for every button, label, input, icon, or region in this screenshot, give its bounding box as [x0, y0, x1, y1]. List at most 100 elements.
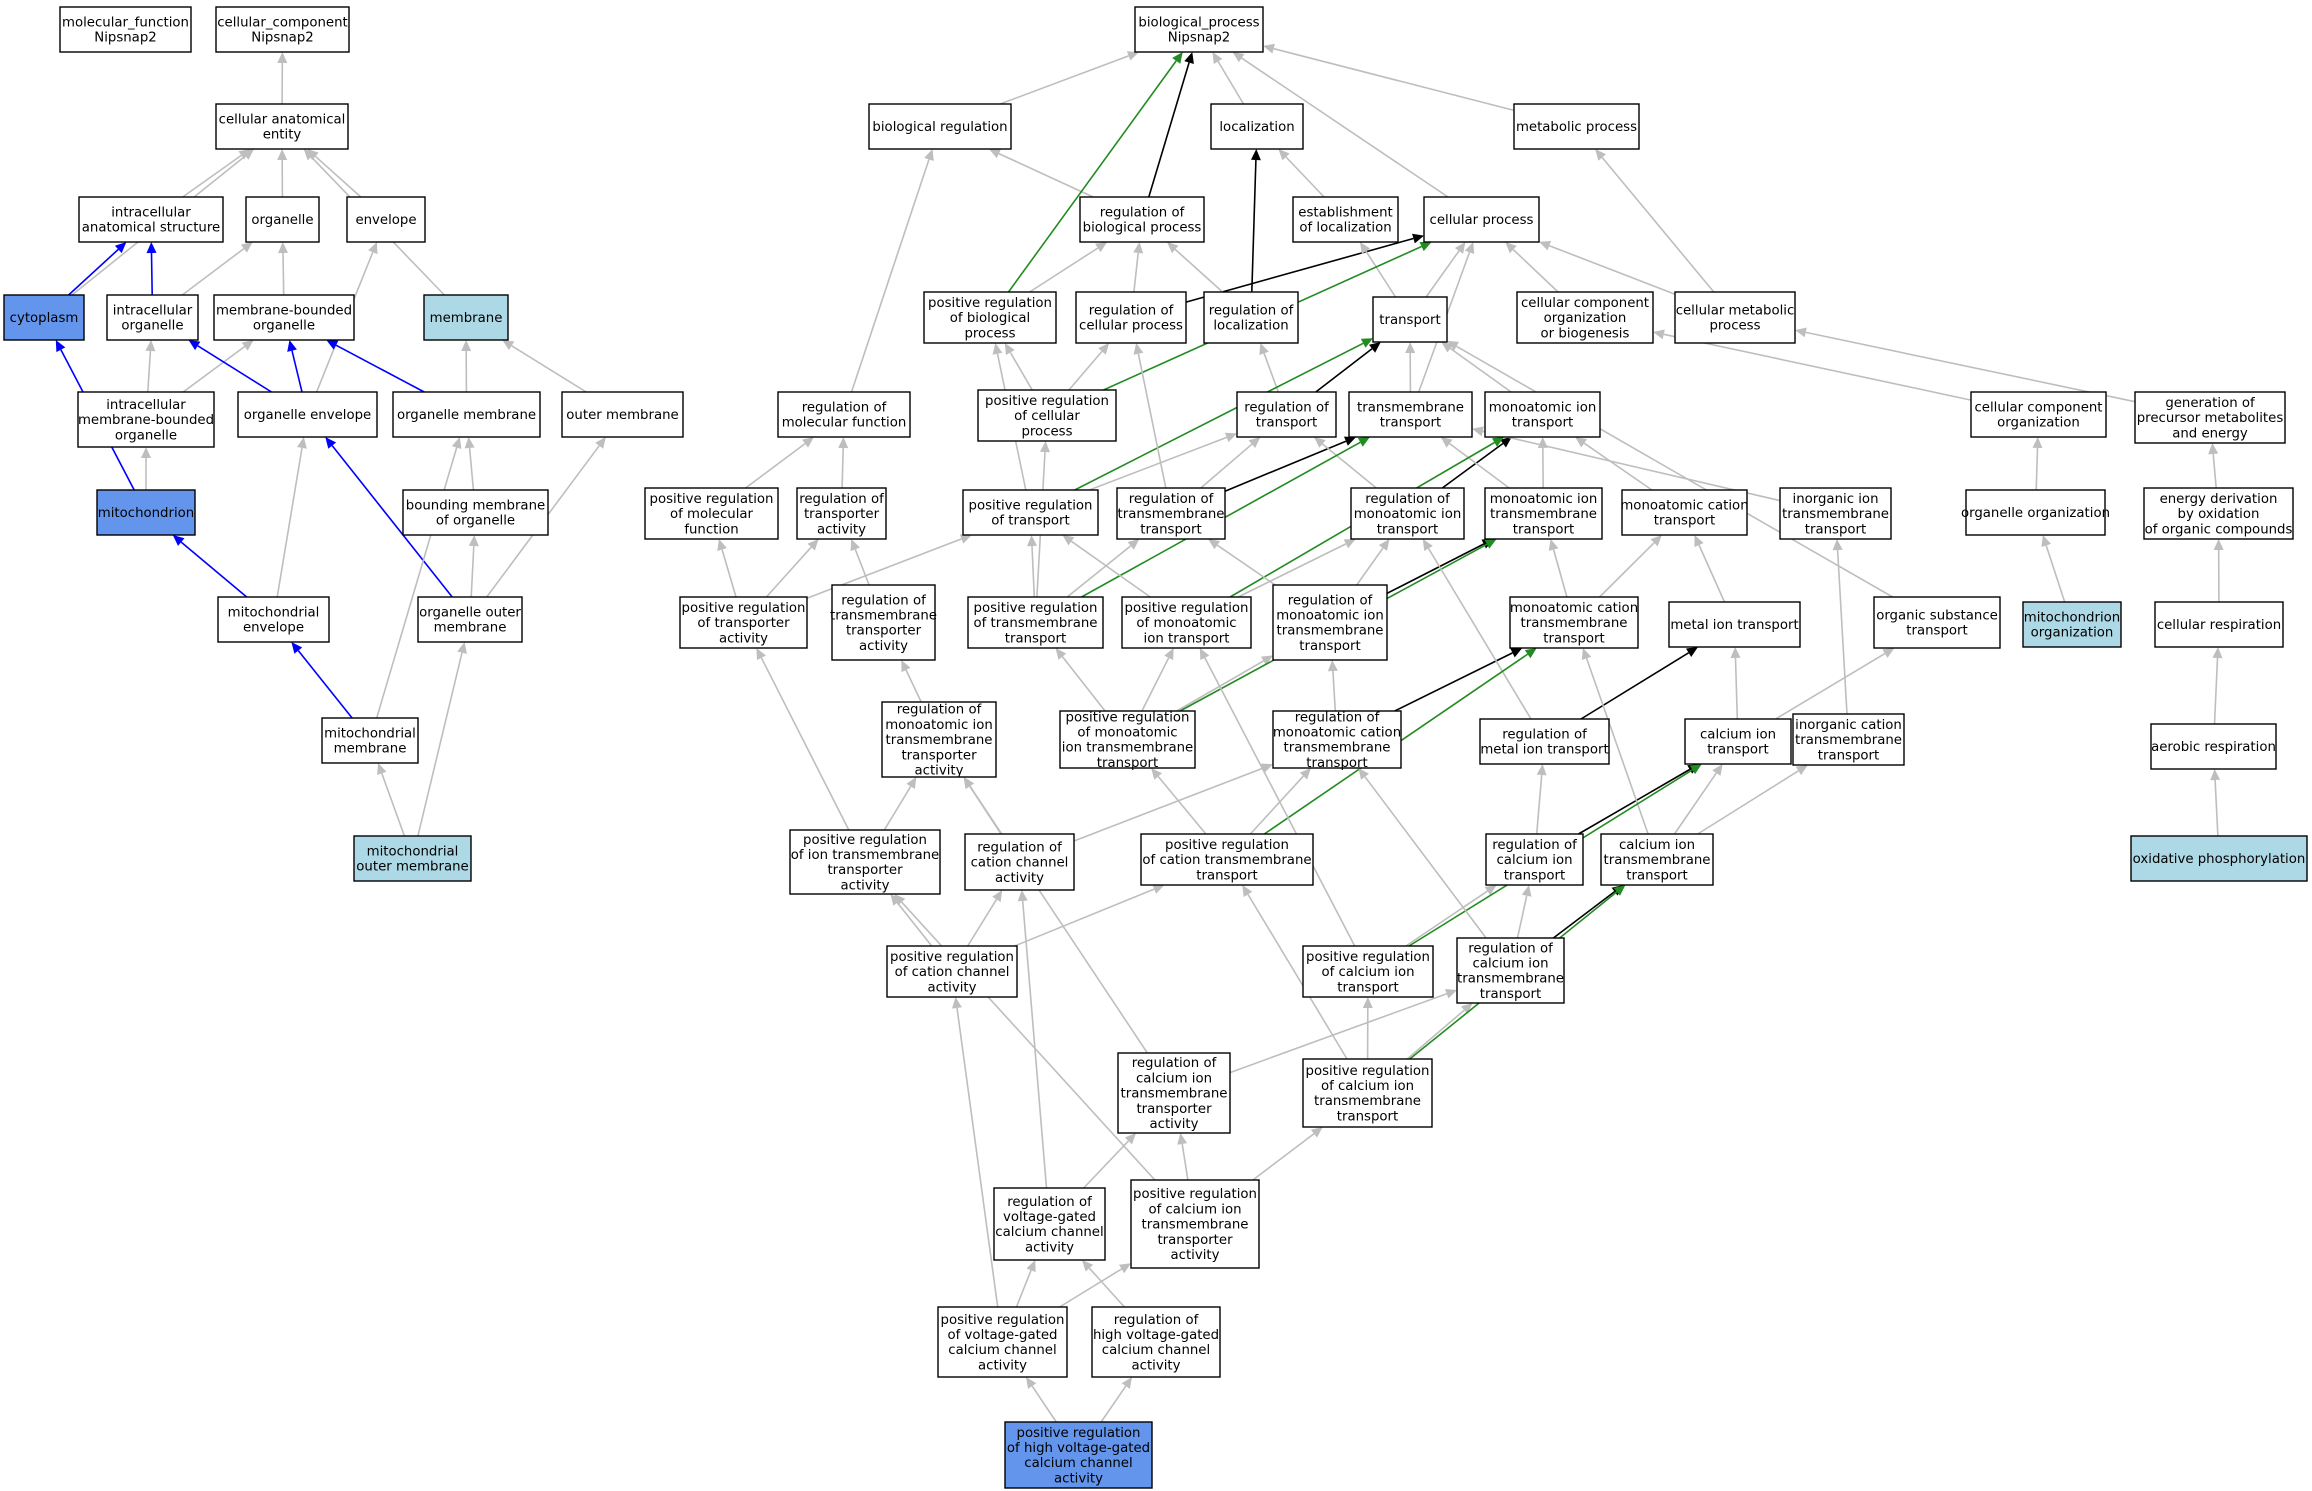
node-label-line: intracellular [106, 398, 186, 413]
edge-arrowhead [1484, 885, 1497, 896]
node-label-line: mitochondrion [2024, 611, 2120, 626]
node-label-line: of monoatomic [1136, 616, 1236, 631]
node-label-line: regulation of [897, 703, 982, 718]
node-label-line: biological process [1083, 221, 1202, 236]
node-label-line: monoatomic ion [1354, 507, 1462, 522]
node-box [644, 487, 779, 540]
edge-arrowhead [1419, 242, 1432, 252]
edge-arrowhead [1505, 242, 1517, 254]
edge-arrowhead [901, 660, 911, 673]
node-label-line: organization [1997, 416, 2080, 431]
node-box [1484, 391, 1601, 438]
node-label-line: transporter [804, 507, 880, 522]
node-label-line: positive regulation [985, 394, 1109, 409]
edge-prctt-to-prmitt [1157, 775, 1207, 835]
node-label-line: activity [995, 871, 1044, 886]
edge-arrowhead [1548, 539, 1559, 551]
node-omem: organelle membrane [392, 391, 541, 438]
node-aresp: aerobic respiration [2150, 723, 2277, 770]
edge-arrowhead [291, 642, 303, 654]
node-label-line: transport [1337, 980, 1398, 995]
node-membrane: membrane [423, 294, 509, 341]
edge-ost-to-transport [1456, 345, 1893, 598]
node-label-line: of cation channel [895, 965, 1010, 980]
edge-prcp-to-rcp [1068, 350, 1103, 391]
node-label-line: transport [1299, 639, 1360, 654]
node-box [937, 1306, 1068, 1378]
node-box [2154, 601, 2284, 648]
node-label-line: transmembrane [1457, 972, 1564, 987]
edge-arrowhead [1004, 343, 1015, 355]
edge-pritta-to-rmitta [883, 785, 912, 831]
edge-arrowhead [1184, 52, 1194, 64]
node-label-line: cellular component [1974, 401, 2102, 416]
node-label-line: organelle [121, 319, 183, 334]
edge-arrowhead [1199, 648, 1210, 661]
node-label-line: transport [1256, 416, 1317, 431]
edge-arrowhead [1581, 648, 1592, 660]
node-box [1423, 196, 1540, 243]
node-box [1970, 391, 2107, 438]
node-box [1130, 1179, 1260, 1269]
edge-rcatta-to-rcaitt [1229, 992, 1447, 1074]
edge-rmf-to-breg [850, 159, 930, 393]
node-label-line: regulation of [1089, 304, 1174, 319]
edge-arrowhead [461, 340, 472, 351]
edge-mct-to-mit [1583, 442, 1653, 491]
edge-envelope-to-cae [314, 155, 362, 198]
edge-arrowhead [1026, 1260, 1036, 1273]
node-label-line: transmembrane [1782, 507, 1889, 522]
edge-arrowhead [756, 648, 766, 661]
node-label-line: Nipsnap2 [94, 31, 157, 46]
node-label-line: localization [1213, 319, 1288, 334]
edge-arrowhead [1536, 764, 1547, 776]
node-label-line: calcium channel [995, 1225, 1103, 1240]
node-box [1456, 937, 1565, 1004]
node-label-line: membrane [430, 311, 503, 326]
node-label-line: entity [263, 128, 302, 143]
node-label-line: or biogenesis [1541, 326, 1630, 341]
edge-arrowhead [924, 149, 934, 161]
node-label-line: mitochondrion [98, 506, 194, 521]
edge-arrowhead [451, 437, 462, 449]
node-label-line: monoatomic cation [1620, 499, 1748, 514]
node-label-line: of voltage-gated [948, 1328, 1058, 1343]
edge-arrowhead [241, 340, 254, 351]
node-label-line: positive regulation [890, 950, 1014, 965]
node-label-line: transmembrane [1277, 624, 1384, 639]
node-label-line: regulation of [841, 593, 926, 608]
node-box [1292, 196, 1399, 243]
node-box [1350, 487, 1465, 540]
node-label-line: envelope [355, 213, 416, 228]
edge-arrowhead [1539, 241, 1552, 251]
edge-oom-to-oenv [331, 445, 453, 598]
node-box [417, 596, 523, 643]
edge-arrowhead [1500, 437, 1512, 448]
edge-arrowhead [1510, 648, 1523, 658]
edge-cco-to-ccob [1663, 333, 1972, 401]
edge-rbp-to-bp [1148, 62, 1190, 198]
edge-arrowhead [377, 763, 387, 775]
node-label-line: envelope [243, 621, 304, 636]
node-label-line: positive regulation [803, 833, 927, 848]
edge-io-to-organelle [181, 247, 245, 296]
edge-omem-to-mbo [335, 344, 425, 393]
edge-arrowhead [1358, 768, 1369, 780]
edge-arrowhead [906, 777, 917, 789]
node-label-line: transporter [1136, 1102, 1212, 1117]
edge-arrowhead [802, 437, 814, 448]
edge-caitt-to-cait [1673, 772, 1717, 835]
edge-imbo-to-io [147, 350, 152, 393]
edge-rmitt-to-mitt [1386, 543, 1485, 595]
node-label-line: monoatomic ion [1276, 609, 1384, 624]
edge-arrowhead [1098, 343, 1110, 355]
